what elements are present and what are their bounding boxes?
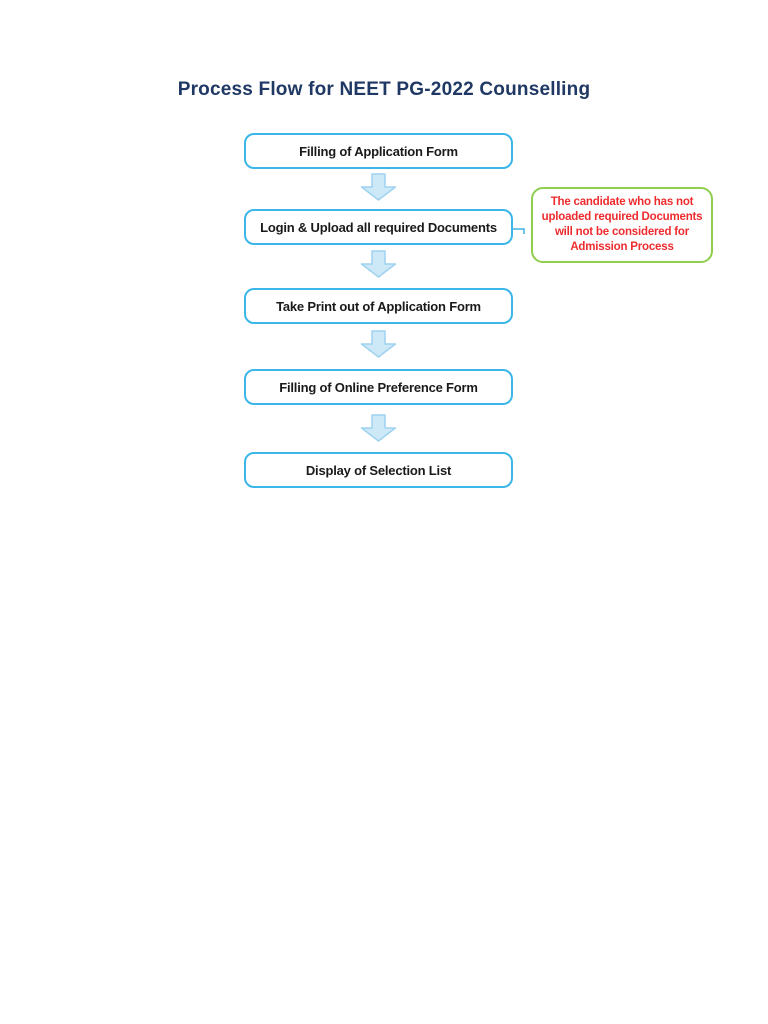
flow-step-label: Display of Selection List [305, 462, 452, 478]
flow-step-label: Take Print out of Application Form [276, 298, 481, 314]
flow-step-label: Filling of Application Form [299, 143, 458, 159]
down-arrow-icon [360, 173, 397, 201]
page-title: Process Flow for NEET PG-2022 Counsellin… [177, 79, 591, 100]
flow-step-filling-application-form: Filling of Application Form [244, 133, 513, 169]
down-arrow-icon [360, 330, 397, 358]
warning-note-box: The candidate who has not uploaded requi… [531, 187, 713, 263]
flow-step-display-selection-list: Display of Selection List [244, 452, 513, 488]
flow-step-take-printout: Take Print out of Application Form [244, 288, 513, 324]
warning-note-text: The candidate who has not uploaded requi… [541, 196, 703, 253]
flow-step-label: Login & Upload all required Documents [260, 219, 497, 235]
flow-step-online-preference-form: Filling of Online Preference Form [244, 369, 513, 405]
down-arrow-icon [360, 414, 397, 442]
down-arrow-icon [360, 250, 397, 278]
note-connector-line [513, 228, 525, 234]
flow-step-label: Filling of Online Preference Form [279, 379, 478, 395]
flow-step-login-upload-documents: Login & Upload all required Documents [244, 209, 513, 245]
